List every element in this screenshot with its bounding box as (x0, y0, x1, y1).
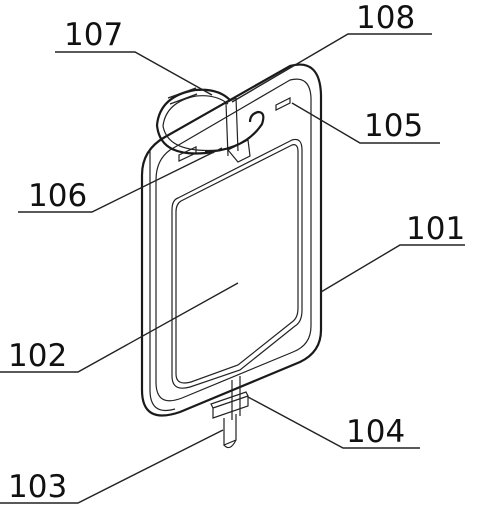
leader-106 (18, 147, 223, 213)
leader-101 (320, 244, 465, 293)
bag-window-inner (175, 144, 299, 384)
leader-108 (231, 33, 432, 103)
label-107: 107 (64, 17, 123, 53)
leader-105 (291, 102, 440, 144)
label-105: 105 (364, 108, 423, 144)
hanging-ring-inner (162, 95, 229, 152)
bag-plate-edge (149, 150, 176, 412)
bag-plate-rim (155, 78, 312, 402)
label-101: 101 (406, 211, 465, 247)
bag-window (171, 138, 303, 389)
label-103: 103 (8, 469, 67, 505)
outlet-valve (223, 414, 237, 449)
slot-right (275, 97, 291, 111)
label-102: 102 (8, 338, 67, 374)
outlet-tube (231, 376, 241, 420)
hanging-ring-band (167, 87, 198, 105)
top-strip (225, 97, 239, 157)
label-106: 106 (28, 178, 87, 214)
hanging-ring-front (204, 110, 265, 154)
bag-plate-outline (140, 63, 323, 417)
leader-102 (0, 282, 239, 373)
leader-107 (55, 51, 213, 96)
hanging-ring (155, 88, 231, 155)
valve-clip (210, 391, 249, 419)
leader-103 (0, 429, 224, 504)
label-104: 104 (346, 414, 405, 450)
leader-104 (247, 396, 420, 449)
label-108: 108 (356, 0, 415, 36)
